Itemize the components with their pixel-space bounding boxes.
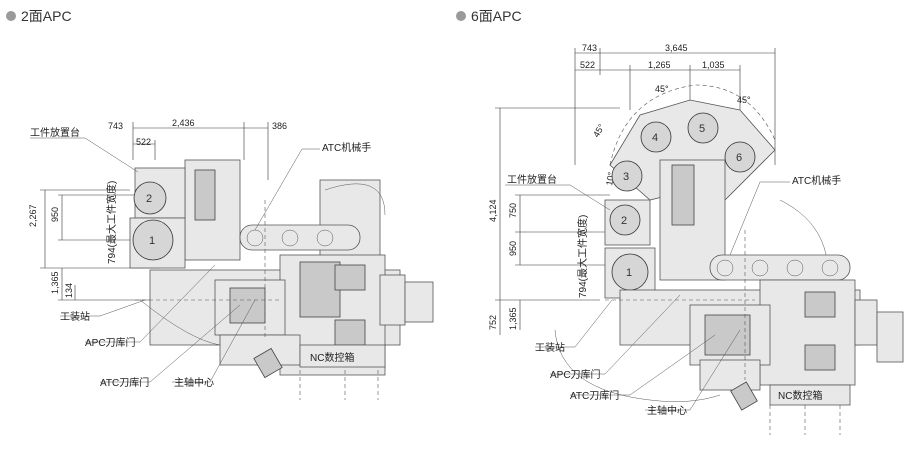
label-nc: NC数控箱: [310, 351, 354, 364]
pallet-4: 4: [652, 132, 658, 144]
pallet-1: 1: [149, 235, 155, 247]
dim-950: 950: [50, 207, 60, 222]
right-title-text: 6面APC: [471, 8, 522, 24]
dim-3645: 3,645: [665, 43, 688, 53]
dim-950: 950: [508, 241, 518, 256]
right-drawing: 743 3,645 522 1,265 1,035 45° 45° 45° 10…: [488, 43, 904, 435]
label-station: 工装站: [60, 310, 90, 323]
dim-743: 743: [582, 43, 597, 53]
right-title: 6面APC: [456, 6, 522, 26]
dim-1035: 1,035: [702, 60, 725, 70]
pallet-2: 2: [621, 215, 627, 227]
dim-1365: 1,365: [50, 271, 60, 294]
label-atc-door: ATC刀库门: [570, 389, 619, 402]
label-apc-door: APC刀库门: [550, 368, 601, 381]
pallet-6: 6: [736, 152, 742, 164]
left-title-text: 2面APC: [21, 8, 72, 24]
label-atc-door: ATC刀库门: [100, 376, 149, 389]
label-apc-door: APC刀库门: [85, 336, 136, 349]
pallet-5: 5: [699, 123, 705, 135]
label-spindle: 主轴中心: [647, 404, 687, 417]
label-atc: ATC机械手: [792, 174, 841, 187]
dim-752: 752: [488, 315, 498, 330]
label-work-table: 工件放置台: [30, 126, 80, 139]
dim-1365: 1,365: [508, 307, 518, 330]
label-max-width: 794(最大工件宽度): [576, 215, 589, 298]
dim-386: 386: [272, 121, 287, 131]
dim-743: 743: [108, 121, 123, 131]
dim-750: 750: [508, 203, 518, 218]
label-spindle: 主轴中心: [174, 376, 214, 389]
pallet-3: 3: [623, 171, 629, 183]
bullet-icon: [456, 11, 466, 21]
dim-522: 522: [580, 60, 595, 70]
label-station: 工装站: [535, 341, 565, 354]
dim-2267: 2,267: [28, 204, 38, 227]
dim-4124: 4,124: [488, 199, 498, 222]
left-drawing: 743 522 2,436 386 2,267 950 1,365 134 79…: [28, 118, 434, 400]
label-atc: ATC机械手: [322, 141, 371, 154]
label-max-width: 794(最大工件宽度): [105, 181, 118, 264]
label-nc: NC数控箱: [778, 389, 822, 402]
bullet-icon: [6, 11, 16, 21]
left-title: 2面APC: [6, 6, 72, 26]
dim-1265: 1,265: [648, 60, 671, 70]
angle-45-left: 45°: [591, 122, 607, 139]
label-work-table: 工件放置台: [507, 173, 557, 186]
pallet-1: 1: [626, 267, 632, 279]
pallet-2: 2: [146, 193, 152, 205]
angle-45-top: 45°: [655, 84, 669, 94]
dim-134: 134: [64, 283, 74, 298]
dim-2436: 2,436: [172, 118, 195, 128]
dim-522: 522: [136, 137, 151, 147]
